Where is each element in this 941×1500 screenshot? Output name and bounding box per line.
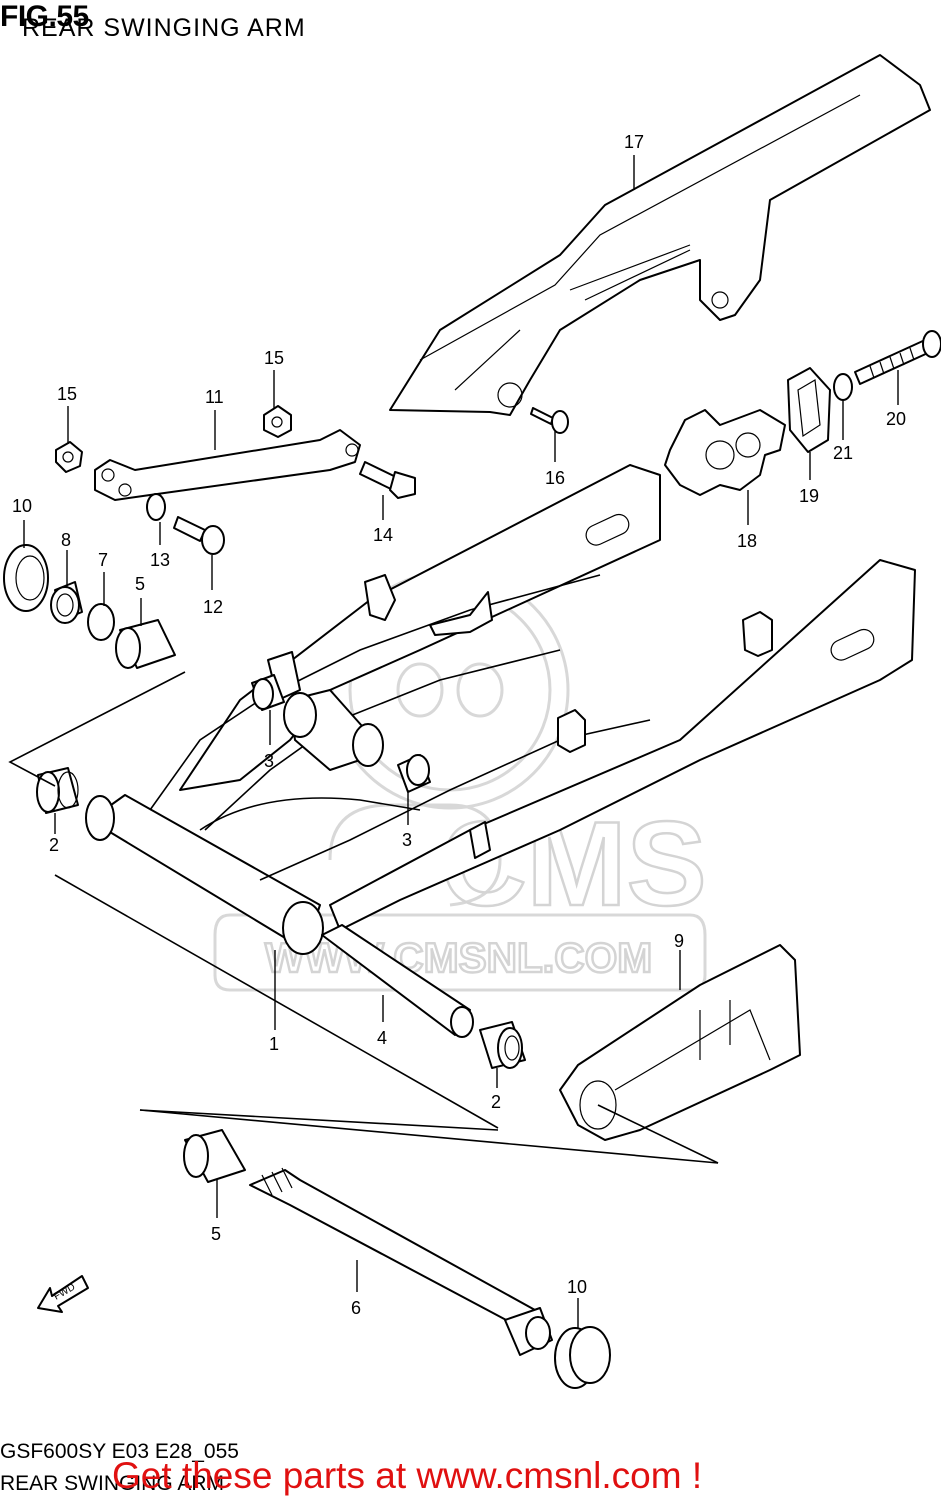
cap-10-top: [3, 544, 49, 612]
bolt-12: [173, 516, 225, 555]
callout-10b: 10: [567, 1277, 587, 1297]
callout-5b: 5: [211, 1224, 221, 1244]
leader-lines: [23, 155, 899, 1328]
callout-6: 6: [351, 1298, 361, 1318]
callout-labels: 17 15 15 11 10 8 7 5 13 12 14 16 18 19 2…: [12, 132, 906, 1318]
cms-watermark: CMS WWW.CMSNL.COM: [213, 570, 708, 992]
callout-1: 1: [269, 1034, 279, 1054]
bearing-8: [50, 581, 83, 624]
washer-7: [87, 603, 115, 641]
watermark-url: WWW.CMSNL.COM: [265, 934, 652, 981]
figure-title: REAR SWINGING ARM: [22, 14, 306, 42]
spacer-5-top: [115, 619, 176, 669]
bolt-14: [359, 461, 416, 499]
torque-link: [94, 429, 361, 501]
callout-3a: 3: [264, 751, 274, 771]
callout-12: 12: [203, 597, 223, 617]
bearing-2-right: [479, 1021, 526, 1069]
callout-11: 11: [205, 387, 224, 407]
nut-15-left: [55, 441, 83, 473]
model-code: GSF600SY E03 E28_055: [0, 1440, 239, 1463]
forward-arrow-icon: FWD: [37, 1275, 89, 1313]
callout-15a: 15: [57, 384, 77, 404]
footer-caption: REAR SWINGING ARM: [0, 1472, 225, 1495]
washer-13: [146, 493, 166, 521]
callout-3b: 3: [402, 830, 412, 850]
chain-guard: [389, 54, 931, 416]
callout-17: 16: [545, 468, 565, 488]
callout-8: 8: [61, 530, 71, 550]
callout-5a: 5: [135, 574, 145, 594]
callout-4: 4: [377, 1028, 387, 1048]
washer-21: [833, 373, 853, 401]
callout-2a: 2: [49, 835, 59, 855]
promo-link[interactable]: Get these parts at www.cmsnl.com !: [112, 1455, 703, 1496]
assembly-outline: [8, 671, 719, 1164]
callout-20: 20: [886, 409, 906, 429]
callout-14: 14: [373, 525, 393, 545]
spacer-5-bottom: [183, 1129, 246, 1183]
callout-10a: 10: [12, 496, 32, 516]
pivot-shaft: [249, 1167, 553, 1356]
nut-15-right: [263, 405, 292, 438]
callout-16: 17: [624, 132, 644, 152]
callout-19: 19: [799, 486, 819, 506]
damper-19: [787, 367, 831, 453]
figure-number: FIG.55: [0, 0, 89, 33]
cap-10-bottom: [554, 1326, 611, 1389]
callout-18: 18: [737, 531, 757, 551]
bolt-20: [854, 330, 941, 385]
bushing-3-right: [397, 754, 431, 793]
callout-9: 9: [674, 931, 684, 951]
callout-2b: 2: [491, 1092, 501, 1112]
swingarm: [85, 464, 916, 955]
callout-15b: 15: [264, 348, 284, 368]
callout-13: 13: [150, 550, 170, 570]
bearing-2-left: [36, 767, 79, 814]
bushing-3-left: [251, 674, 285, 711]
callout-7: 7: [98, 550, 108, 570]
chain-guard-bracket: [664, 409, 786, 496]
chain-buffer: [559, 944, 801, 1141]
callout-21: 21: [833, 443, 853, 463]
screw-17: [530, 407, 569, 434]
sleeve-4: [321, 924, 474, 1038]
